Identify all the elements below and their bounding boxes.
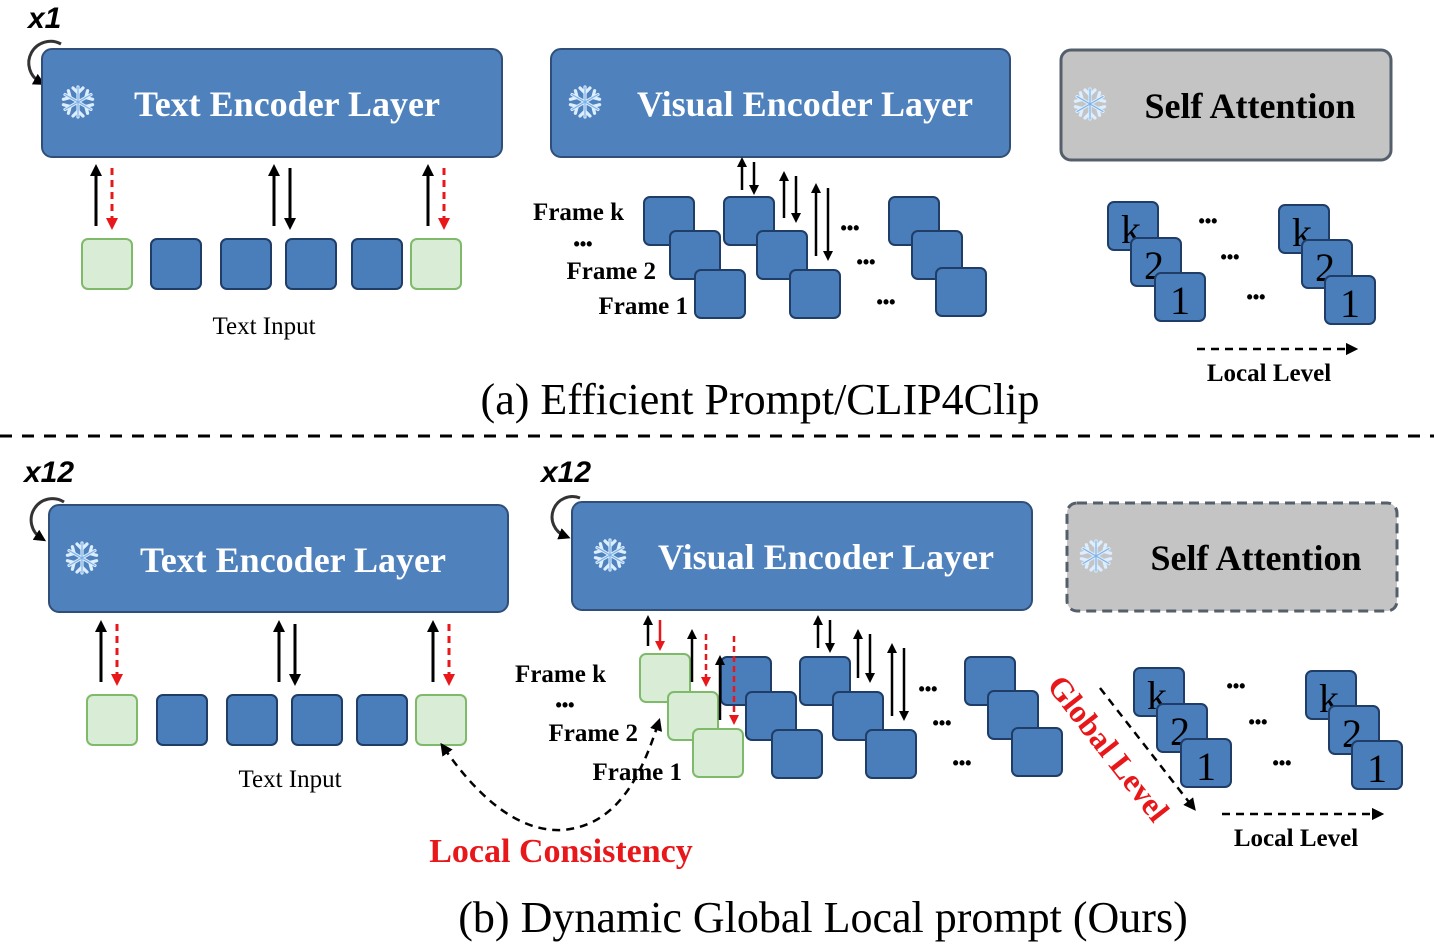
patch-ellipsis: •••: [933, 713, 952, 733]
svg-text:1: 1: [1196, 744, 1216, 789]
visual-encoder-layer-bottom: [571, 501, 1033, 611]
text-token: [356, 694, 408, 746]
self-attention-label-bottom: Self Attention: [1151, 538, 1362, 578]
loop-arrow-icon: [550, 495, 581, 540]
repeat-label-x12-text: x12: [22, 456, 74, 489]
loop-arrow-icon: [27, 39, 62, 85]
stack-ellipsis: •••: [1247, 287, 1266, 307]
patch-ellipsis: •••: [877, 292, 896, 312]
frame-patch-stack: [643, 196, 746, 319]
prompt-token: [410, 238, 462, 290]
text-token: [220, 238, 272, 290]
text-encoder-label-top: Text Encoder Layer: [134, 84, 440, 124]
frame-2-label-bottom: Frame 2: [548, 720, 638, 747]
frame-2-label-top: Frame 2: [566, 258, 656, 285]
frame-k-label-bottom: Frame k: [515, 661, 606, 688]
text-token: [226, 694, 278, 746]
prompt-frame-stack: [639, 653, 744, 778]
text-encoder-label-bottom: Text Encoder Layer: [140, 540, 446, 580]
local-level-label-top: Local Level: [1207, 360, 1331, 387]
numbered-frame-stack: k 2 1: [1107, 201, 1206, 323]
repeat-label-x12-visual: x12: [539, 456, 591, 489]
patch-ellipsis: •••: [919, 679, 938, 699]
text-input-label-bottom: Text Input: [238, 766, 341, 793]
numbered-frame-stack: k 2 1: [1278, 204, 1376, 326]
svg-text:1: 1: [1340, 281, 1360, 326]
text-encoder-layer-top: [41, 48, 503, 158]
svg-text:1: 1: [1170, 278, 1190, 323]
loop-arrow-icon: [29, 497, 65, 542]
text-token: [150, 238, 202, 290]
patch-ellipsis: •••: [953, 753, 972, 773]
numbered-frame-stack: k 2 1: [1305, 670, 1403, 791]
frame-patch-stack: [799, 656, 917, 779]
caption-b: (b) Dynamic Global Local prompt (Ours): [458, 893, 1187, 942]
self-attention-box-top: [1059, 48, 1393, 162]
text-input-label-top: Text Input: [212, 313, 315, 340]
caption-a: (a) Efficient Prompt/CLIP4Clip: [481, 375, 1040, 424]
frame-1-label-top: Frame 1: [598, 293, 688, 320]
global-level-arrow: [1099, 687, 1196, 811]
stack-ellipsis: •••: [1249, 712, 1268, 732]
frame-k-label-top: Frame k: [533, 199, 624, 226]
stack-ellipsis: •••: [1227, 676, 1246, 696]
prompt-token: [81, 238, 133, 290]
repeat-label-x1: x1: [26, 2, 61, 35]
text-token: [351, 238, 403, 290]
text-encoder-layer-bottom: [48, 504, 509, 613]
stack-ellipsis: •••: [1221, 247, 1240, 267]
prompt-token: [86, 694, 138, 746]
text-token: [285, 238, 337, 290]
patch-ellipsis: •••: [841, 218, 860, 238]
numbered-frame-stack: k 2 1: [1133, 667, 1232, 789]
frame-ellipsis-bottom: •••: [556, 695, 575, 715]
self-attention-box-bottom: [1065, 501, 1399, 613]
text-token: [291, 694, 343, 746]
frame-1-label-bottom: Frame 1: [592, 759, 682, 786]
prompt-token: [415, 694, 467, 746]
svg-text:1: 1: [1367, 746, 1387, 791]
frame-patch-stack: [888, 196, 987, 317]
stack-ellipsis: •••: [1273, 753, 1292, 773]
frame-patch-stack: [723, 196, 841, 319]
visual-encoder-label-top: Visual Encoder Layer: [637, 84, 973, 124]
local-consistency-label: Local Consistency: [429, 833, 693, 870]
visual-encoder-label-bottom: Visual Encoder Layer: [658, 537, 994, 577]
stack-ellipsis: •••: [1199, 211, 1218, 231]
self-attention-label-top: Self Attention: [1145, 86, 1356, 126]
patch-ellipsis: •••: [857, 252, 876, 272]
frame-ellipsis-top: •••: [574, 234, 593, 254]
frame-patch-stack: [964, 656, 1063, 777]
local-level-label-bottom: Local Level: [1234, 825, 1358, 852]
text-token: [156, 694, 208, 746]
visual-encoder-layer-top: [550, 48, 1011, 158]
